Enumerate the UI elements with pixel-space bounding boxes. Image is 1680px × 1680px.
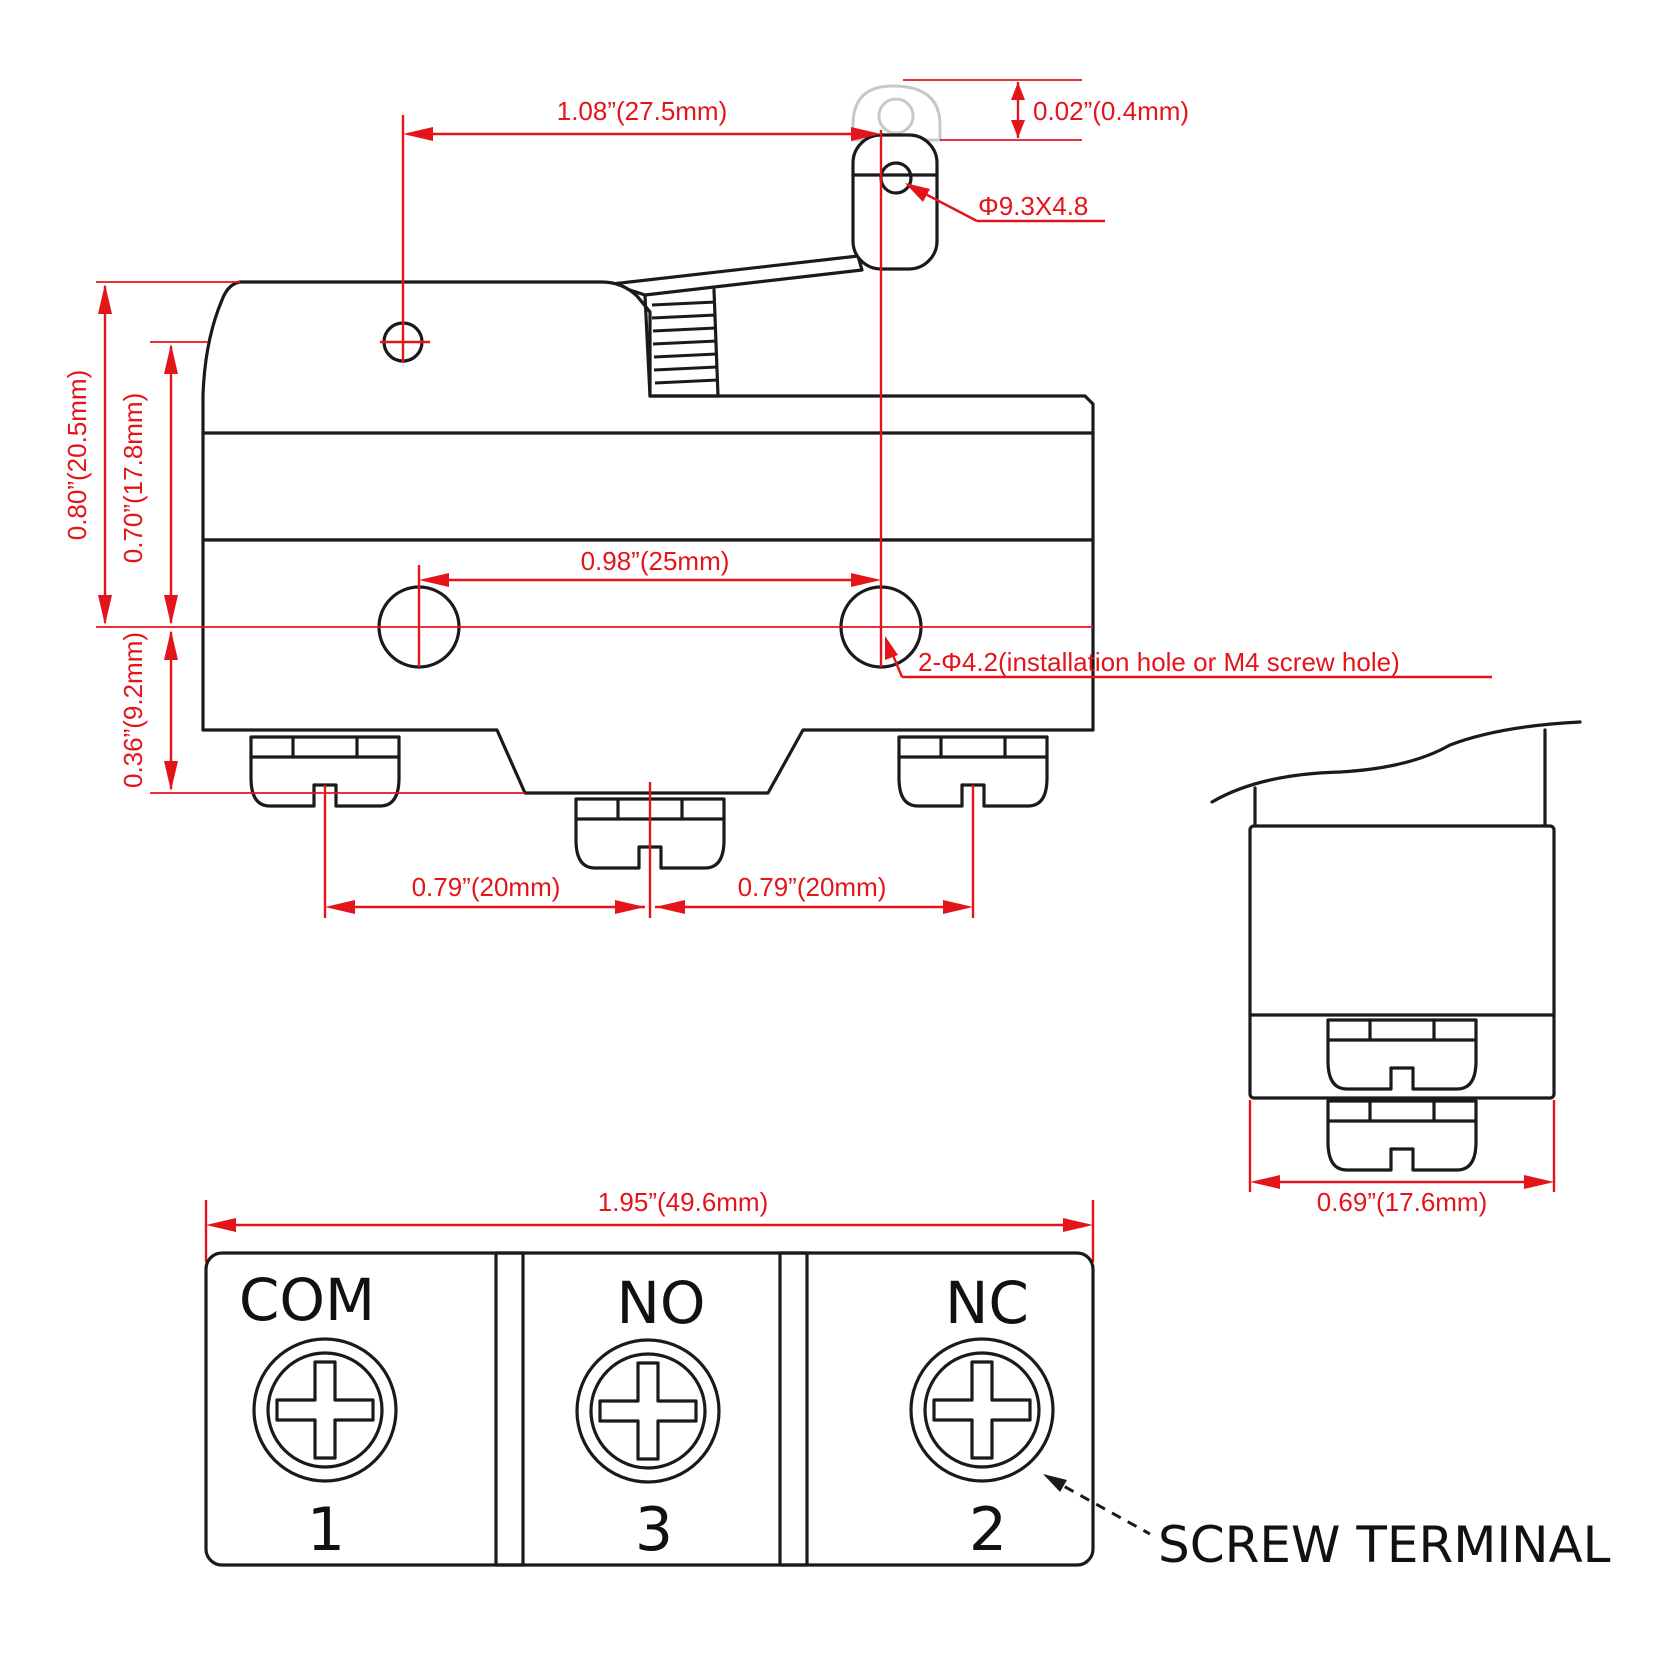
dim-body-length: 1.95”(49.6mm) bbox=[598, 1187, 769, 1217]
dim-roller-travel: 0.02”(0.4mm) bbox=[1033, 96, 1189, 126]
front-view-dimensions: 1.08”(27.5mm) 0.02”(0.4mm) Φ9.3X4.8 0.80… bbox=[62, 79, 1492, 918]
dim-hole-spacing: 0.98”(25mm) bbox=[581, 546, 730, 576]
side-lever-wave bbox=[1210, 720, 1582, 804]
switch-housing-top bbox=[201, 280, 1095, 542]
terminal-nc-label: NC bbox=[945, 1269, 1029, 1337]
screw-terminal-label: SCREW TERMINAL bbox=[1158, 1516, 1611, 1574]
dim-mount-hole: 2-Φ4.2(installation hole or M4 screw hol… bbox=[918, 647, 1400, 677]
dim-terminal-height: 0.36”(9.2mm) bbox=[118, 632, 148, 788]
terminal-com-number: 1 bbox=[307, 1495, 345, 1565]
terminal-block-view: 1.95”(49.6mm) COM 1 NO 3 bbox=[204, 1187, 1611, 1574]
terminal-nc-number: 2 bbox=[969, 1495, 1007, 1565]
front-view bbox=[201, 84, 1095, 870]
side-view: 0.69”(17.6mm) bbox=[1210, 720, 1582, 1217]
dim-roller-size: Φ9.3X4.8 bbox=[978, 191, 1088, 221]
dim-terminal-pitch-right: 0.79”(20mm) bbox=[738, 872, 887, 902]
dim-side-thickness: 0.69”(17.6mm) bbox=[1317, 1187, 1488, 1217]
dim-total-height: 0.80”(20.5mm) bbox=[62, 370, 92, 541]
terminal-no-label: NO bbox=[616, 1269, 705, 1337]
dim-lever-length: 1.08”(27.5mm) bbox=[557, 96, 728, 126]
screw-terminal-callout: SCREW TERMINAL bbox=[1043, 1474, 1611, 1574]
side-terminal-upper bbox=[1326, 1018, 1478, 1091]
screw-head-icon bbox=[575, 1338, 721, 1484]
roller bbox=[851, 133, 939, 271]
switch-housing-base bbox=[201, 538, 1095, 795]
terminal-block bbox=[204, 1251, 1095, 1567]
ghost-roller bbox=[851, 84, 942, 142]
terminal-nc: NC 2 bbox=[909, 1269, 1055, 1565]
terminal-no-number: 3 bbox=[635, 1495, 673, 1565]
screw-terminal-nc-side bbox=[897, 735, 1049, 808]
screw-head-icon bbox=[909, 1337, 1055, 1483]
side-terminal-lower bbox=[1326, 1099, 1478, 1172]
dim-terminal-pitch-left: 0.79”(20mm) bbox=[412, 872, 561, 902]
plunger-spring bbox=[643, 288, 720, 398]
lever-arm bbox=[610, 254, 864, 297]
terminal-com-label: COM bbox=[239, 1266, 375, 1334]
dim-hole-height: 0.70”(17.8mm) bbox=[118, 393, 148, 564]
terminal-no: NO 3 bbox=[575, 1269, 721, 1565]
terminal-com: COM 1 bbox=[239, 1266, 398, 1565]
screw-head-icon bbox=[252, 1337, 398, 1483]
side-housing bbox=[1248, 824, 1556, 1100]
